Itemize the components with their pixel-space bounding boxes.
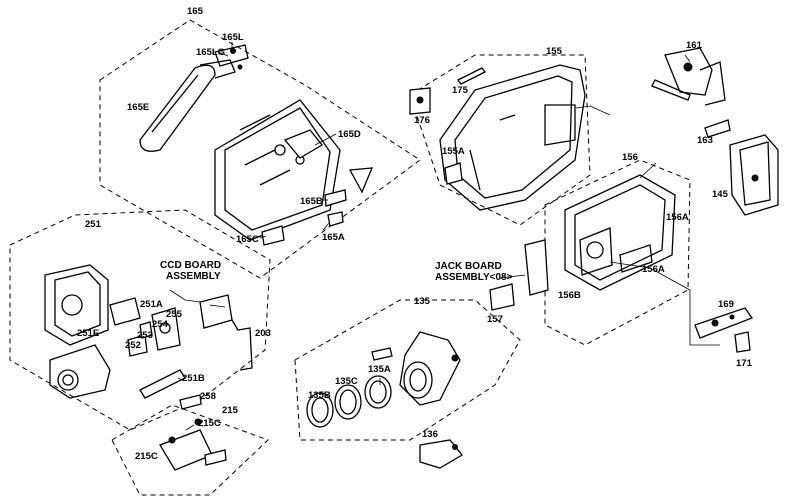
part-252-253-parts: [127, 321, 153, 357]
part-135-lens-housing: [399, 331, 461, 406]
part-156-chassis: [564, 174, 676, 291]
part-165A-piece: [327, 211, 344, 227]
label-255: 255: [166, 309, 183, 320]
label-jack-board-line2: ASSEMBLY<08>: [435, 272, 513, 283]
label-169: 169: [718, 299, 734, 310]
group-156-boundary: [544, 159, 691, 346]
label-165E: 165E: [127, 102, 149, 113]
label-251: 251: [85, 219, 102, 230]
leader-lines: [169, 42, 720, 431]
label-157: 157: [487, 314, 503, 325]
group-155-boundary: [409, 54, 591, 226]
part-171-connector: [734, 331, 751, 353]
label-253: 253: [137, 330, 153, 341]
label-176: 176: [414, 115, 430, 126]
part-ccd-board: [199, 294, 253, 371]
label-165LG: 165LG: [196, 47, 225, 58]
label-165A: 165A: [322, 232, 345, 243]
part-175-pin: [457, 67, 486, 85]
label-165L: 165L: [222, 32, 244, 43]
label-135C: 135C: [335, 376, 358, 387]
label-156A-top: 156A: [666, 212, 689, 223]
label-ccd-board-line2: ASSEMBLY: [166, 271, 221, 282]
label-155A: 155A: [442, 146, 465, 157]
label-258: 258: [200, 391, 216, 402]
part-157-jack: [489, 239, 549, 311]
label-171: 171: [736, 358, 753, 369]
part-165B-piece: [324, 189, 347, 207]
label-156B: 156B: [558, 290, 581, 301]
label-215C-b: 215C: [135, 451, 158, 462]
part-135A-ring: [364, 347, 393, 409]
label-155: 155: [546, 46, 563, 57]
part-135B-ring: [306, 392, 334, 428]
label-251B: 251B: [182, 373, 205, 384]
part-215-assembly: [159, 418, 227, 471]
part-251B-rod: [139, 369, 186, 399]
label-163: 163: [697, 135, 713, 146]
label-252: 252: [125, 340, 141, 351]
label-jack-board-line1: JACK BOARD: [435, 261, 502, 272]
label-165B: 165B: [300, 196, 323, 207]
label-251E: 251E: [77, 328, 99, 339]
label-ccd-board-line1: CCD BOARD: [160, 260, 221, 271]
group-215-boundary: [111, 404, 269, 496]
label-165: 165: [187, 6, 204, 17]
label-161: 161: [686, 40, 703, 51]
part-165E-strap: [139, 59, 236, 152]
part-258-spacer: [179, 394, 202, 410]
part-251-lens-block: [44, 264, 111, 399]
part-155A-tab: [444, 162, 463, 185]
label-135B: 135B: [308, 390, 331, 401]
part-163-clip: [704, 119, 731, 138]
label-135: 135: [414, 296, 431, 307]
part-155-cover: [439, 64, 586, 211]
part-165D-block: [283, 129, 374, 194]
part-251A-motor: [109, 297, 141, 326]
group-135-boundary: [294, 299, 521, 441]
part-135C-ring: [334, 384, 362, 420]
group-165-boundary: [99, 19, 421, 279]
part-165-frame: [214, 99, 341, 241]
label-156: 156: [622, 152, 638, 163]
part-176-plate: [409, 87, 431, 115]
label-165C: 165C: [236, 234, 259, 245]
part-165LG-bracket: [214, 44, 249, 70]
part-255-gear: [151, 307, 181, 351]
label-145: 145: [712, 189, 729, 200]
label-175: 175: [452, 85, 469, 96]
label-203: 203: [255, 328, 271, 339]
part-145-housing: [729, 134, 779, 216]
label-215C-a: 215C: [198, 418, 221, 429]
label-135A: 135A: [368, 364, 391, 375]
part-labels: 165 165L 165LG 165E 165D 165B 165A 165C …: [77, 6, 753, 462]
label-165D: 165D: [338, 129, 361, 140]
label-156A-right: 156A: [642, 264, 665, 275]
label-215: 215: [222, 405, 239, 416]
label-254: 254: [152, 319, 169, 330]
label-251A: 251A: [140, 299, 163, 310]
part-161-switch: [651, 47, 726, 106]
part-165C-screw: [261, 225, 285, 246]
part-169-board: [694, 307, 754, 339]
part-136-cap: [419, 439, 463, 469]
label-136: 136: [422, 429, 438, 440]
